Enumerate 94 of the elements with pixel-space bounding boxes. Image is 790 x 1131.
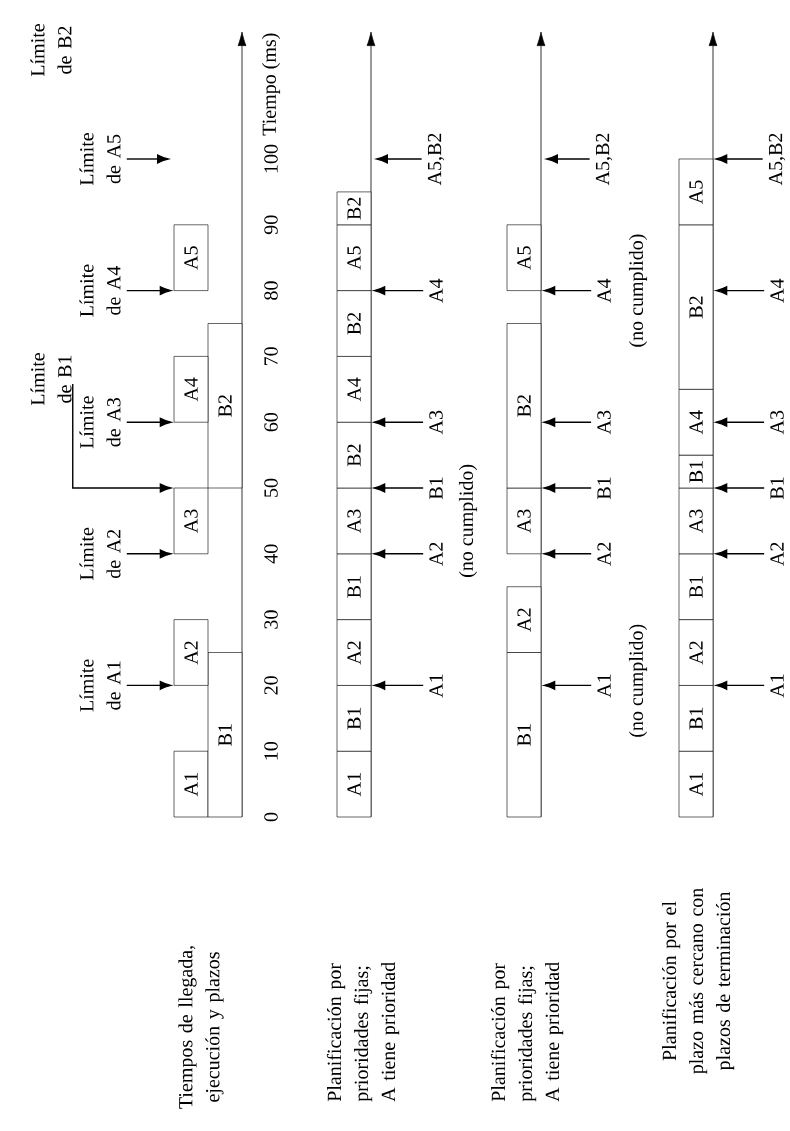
task-box: B2 [336,290,372,357]
deadline-label: B1 [597,477,611,500]
deadline-label: A2 [597,542,611,566]
task-box: A3 [173,487,209,555]
deadline-arrow [543,417,592,427]
deadline-label: A5,B2 [427,133,445,186]
deadline-arrow [546,154,591,164]
deadline-arrow [376,154,423,164]
missed-note: (no cumplido) [458,464,478,577]
task-box: A3 [506,487,542,555]
deadline-arrow [543,549,592,559]
deadline-label: Límite de A5 [79,133,121,186]
deadline-label: A1 [597,674,611,698]
tick-label: 80 [264,281,278,300]
task-box: A1 [336,750,372,818]
deadline-arrow [373,417,424,427]
deadline-label: A5,B2 [595,133,613,186]
deadline-arrow [373,549,424,559]
task-box: A5 [173,224,209,291]
row-title: Planificación por prioridades fijas; A tiene prioridad [490,962,564,1102]
deadline-arrow [126,417,172,427]
task-box: A2 [506,586,542,653]
deadline-label: A4 [597,278,611,303]
row-title: Planificación por el plazo más cercano con plazos de terminación [661,888,735,1074]
task-box: A3 [336,487,372,555]
deadline-arrow [715,154,764,164]
deadline-arrow [715,680,765,690]
task-box: B2 [336,421,372,489]
task-box: A2 [173,619,209,686]
row-title: Tiempos de llegada, ejecución y plazos [178,946,224,1109]
deadline-label: Límite de B1 [30,353,72,406]
deadline-arrow [543,680,592,690]
deadline-arrow [373,483,424,493]
task-box: A5 [678,158,714,226]
deadline-label: Límite de A1 [79,659,121,712]
deadline-arrow [126,549,172,559]
axis-title: Tiempo (ms) [261,33,281,136]
deadline-arrow [715,483,765,493]
deadline-label: Límite de A3 [79,396,121,449]
deadline-arrow [715,549,765,559]
deadline-label: Límite de A2 [79,527,121,580]
tick-label: 100 [264,144,278,173]
row-title: Planificación por prioridades fijas; A tiene prioridad [326,962,400,1102]
deadline-label: Límite de B2 [30,24,72,77]
deadline-label: B1 [429,477,443,500]
tick-label: 50 [264,478,278,497]
task-box: A4 [336,356,372,423]
deadline-arrow [373,680,424,690]
task-box: A5 [506,224,542,291]
deadline-arrow [373,286,424,296]
tick-label: 30 [264,610,278,629]
task-box: B2 [336,191,372,226]
deadline-arrow [715,417,765,427]
tick-label: 10 [264,741,278,760]
task-box: A4 [173,356,209,423]
deadline-label: A1 [770,674,784,698]
tick-label: 70 [264,347,278,366]
task-box: B1 [678,553,714,620]
deadline-label: A3 [770,410,784,435]
task-box: A2 [336,619,372,686]
deadline-arrow [543,483,592,493]
tick-label: 0 [264,812,278,822]
task-box: B1 [336,553,372,620]
deadline-label: A4 [429,278,443,303]
tick-label: 20 [264,676,278,695]
deadline-label: A1 [429,674,443,698]
deadline-arrow [72,383,172,493]
task-box: A1 [173,750,209,818]
deadline-label: A4 [770,278,784,303]
tick-label: 90 [264,215,278,235]
task-box: B1 [678,454,714,489]
deadline-arrow [126,680,172,690]
deadline-label: A5,B2 [768,133,786,186]
deadline-arrow [126,286,172,296]
task-box: B1 [678,685,714,752]
deadline-label: A3 [429,410,443,435]
deadline-label: A2 [429,542,443,566]
deadline-label: A3 [597,410,611,435]
task-box: A1 [678,750,714,818]
deadline-label: B1 [770,477,784,500]
task-box: B1 [336,685,372,752]
deadline-arrow [715,286,765,296]
tick-label: 40 [264,544,278,564]
deadline-arrow [543,286,592,296]
deadline-label: A2 [770,542,784,566]
task-box: A4 [678,389,714,456]
missed-note: (no cumplido) [628,234,648,347]
deadline-label: Límite de A4 [79,264,121,317]
missed-note: (no cumplido) [628,624,648,737]
task-box: A5 [336,224,372,291]
task-box: A2 [678,619,714,686]
deadline-arrow [126,154,169,164]
task-box: A3 [678,487,714,555]
tick-label: 60 [264,412,278,432]
